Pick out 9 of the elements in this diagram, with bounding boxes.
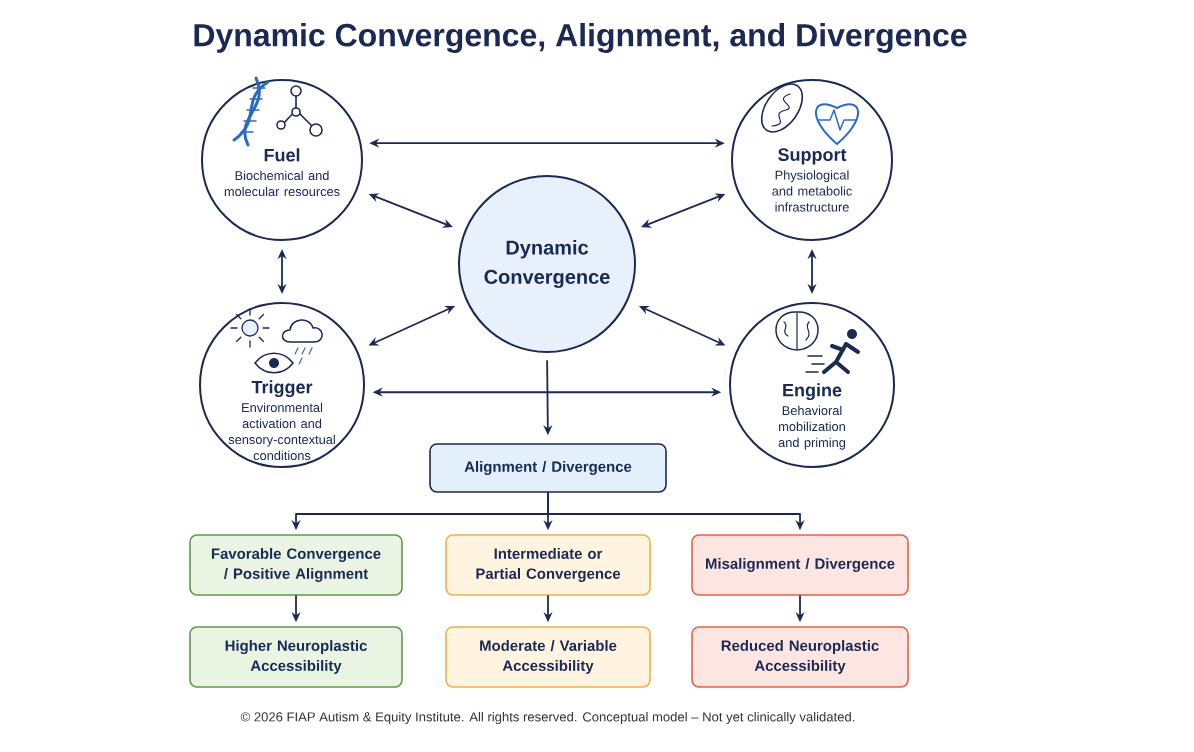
outcome-box: Higher Neuroplastic Accessibility [189, 626, 403, 688]
outcome-box: Alignment / Divergence [429, 443, 667, 493]
caption: © 2026 FIAP Autism & Equity Institute. All rights reserved. Conceptual model – Not yet clinically validated. [240, 711, 855, 725]
outcome-box: Moderate / Variable Accessibility [445, 626, 651, 688]
outcome-box: Misalignment / Divergence [691, 534, 909, 596]
outcome-box: Reduced Neuroplastic Accessibility [691, 626, 909, 688]
title: Dynamic Convergence, Alignment, and Divergence [194, 23, 967, 53]
outcome-box: Intermediate or Partial Convergence [445, 534, 651, 596]
outcome-box: Favorable Convergence / Positive Alignment [189, 534, 403, 596]
